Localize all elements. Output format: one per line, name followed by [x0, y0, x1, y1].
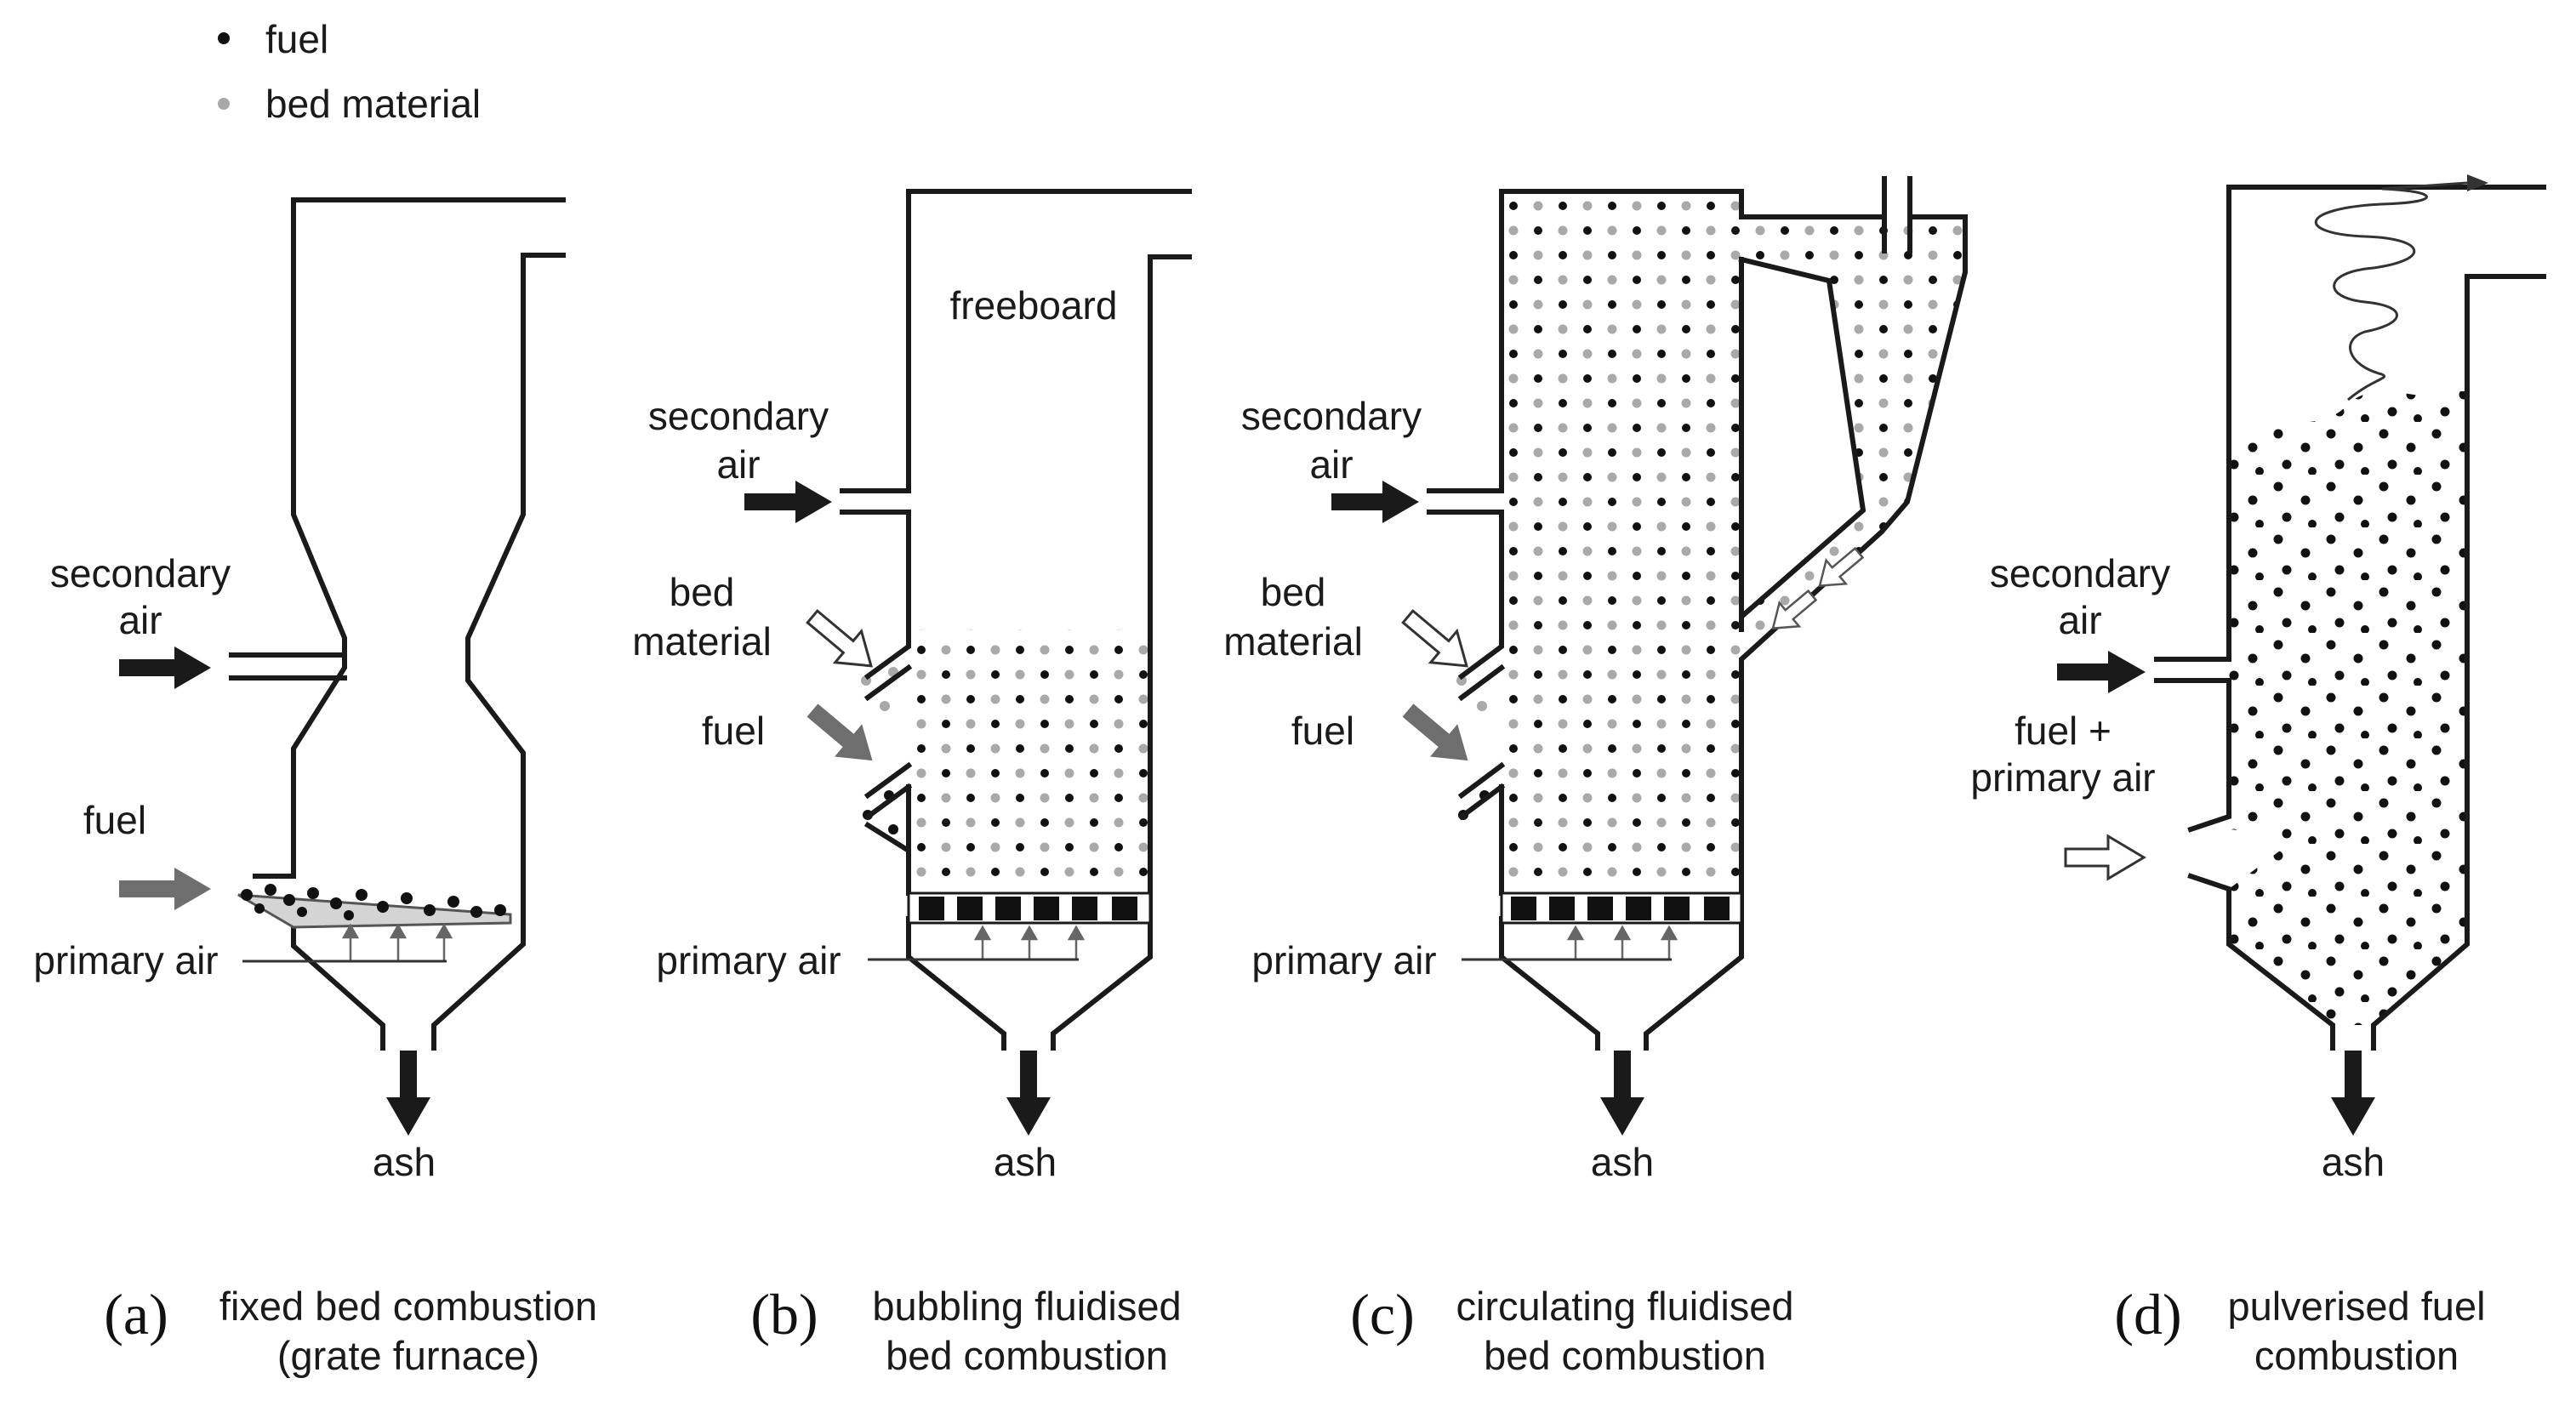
panel-c-bed-material-arrow	[1401, 608, 1468, 668]
panel-a-right-wall	[431, 253, 566, 1051]
panel-d-secondary-air-arrow	[2057, 651, 2146, 693]
legend-bed-material-marker	[218, 98, 230, 110]
legend: fuel bed material	[218, 17, 481, 126]
panel-b-secondary-air-arrow	[744, 481, 832, 523]
panel-d-caption-line2: combustion	[2254, 1333, 2459, 1378]
panel-b-distributor-plate	[907, 891, 1152, 925]
panel-d-fuel-primary-air-label: fuel +	[2015, 709, 2112, 753]
panel-a-primary-air-arrows	[341, 923, 453, 961]
panel-c-caption-line2: bed combustion	[1484, 1333, 1766, 1378]
panel-a-ash-label: ash	[373, 1140, 436, 1184]
panel-d-secondary-air-label: secondary	[1990, 551, 2170, 595]
panel-a-grate	[237, 893, 512, 929]
panel-c-caption-line1: circulating fluidised	[1456, 1284, 1793, 1329]
panel-d-left-wall-mid	[2187, 678, 2231, 833]
panel-c-distributor-plate	[1500, 891, 1743, 925]
panel-d-flame-zone	[2229, 391, 2467, 1025]
panel-a-left-hopper	[291, 916, 385, 1051]
panel-a-fixed-bed: secondary air fuel primary air ash (a) f…	[33, 197, 597, 1378]
panel-a-ash-arrow	[386, 1051, 430, 1136]
panel-d-letter: (d)	[2114, 1282, 2181, 1347]
panel-b-bed-zone	[913, 629, 1148, 893]
panel-a-caption-line2: (grate furnace)	[277, 1333, 539, 1378]
panel-b-primary-air-label: primary air	[656, 938, 841, 982]
panel-a-fuel-label: fuel	[83, 798, 146, 842]
panel-a-fuel-arrow	[119, 868, 211, 910]
panel-a-secondary-air-label: secondary	[50, 551, 231, 595]
panel-c-secondary-air-arrow	[1331, 481, 1419, 523]
panel-b-bed-material-inlet	[863, 663, 913, 702]
panel-d-pulverised-fuel: secondary air fuel + primary air ash (d)…	[1970, 174, 2546, 1378]
panel-c-primary-air-arrows	[1566, 925, 1678, 960]
panel-c-riser-left-wall	[1499, 189, 1744, 492]
panel-b-left-hopper	[906, 916, 1006, 1051]
panel-c-riser-left-wall-lower	[1457, 510, 1504, 681]
panel-d-ash-label: ash	[2322, 1140, 2385, 1184]
panel-b-fuel-inlet-bottom	[863, 783, 913, 821]
panel-b-fuel-inlet-top	[863, 761, 913, 800]
panel-c-riser-fill	[1502, 191, 1741, 893]
panel-b-secondary-air-label-2: air	[716, 442, 760, 487]
panel-d-burner-bottom	[2187, 873, 2335, 1051]
panel-c-primary-air-label: primary air	[1251, 938, 1436, 982]
legend-fuel-label: fuel	[265, 17, 328, 61]
panel-c-ash-arrow	[1600, 1051, 1644, 1136]
panel-b-ash-arrow	[1006, 1051, 1051, 1136]
panel-b-ash-label: ash	[994, 1140, 1057, 1184]
panel-b-bed-material-label: bed	[670, 570, 735, 614]
panel-b-primary-air-arrows	[973, 925, 1086, 960]
panel-c-return-arrow-1	[1818, 546, 1865, 587]
panel-b-letter: (b)	[750, 1282, 818, 1347]
panel-a-caption-line1: fixed bed combustion	[219, 1284, 597, 1329]
panel-c-bed-material-label: bed	[1261, 570, 1326, 614]
panel-c-secondary-air-label: secondary	[1241, 394, 1422, 438]
panel-d-ash-arrow	[2331, 1051, 2375, 1136]
panel-b-right-wall	[1051, 254, 1192, 1051]
panel-b-caption-line2: bed combustion	[886, 1333, 1168, 1378]
panel-b-fuel-arrow	[806, 703, 873, 761]
panel-c-bed-material-inlet	[1457, 663, 1506, 702]
panel-b-fuel-label: fuel	[702, 709, 765, 753]
panel-b-left-wall-lower	[863, 510, 911, 681]
panel-a-left-wall	[253, 197, 566, 879]
panel-b-caption-line1: bubbling fluidised	[872, 1284, 1181, 1329]
panel-b-freeboard-label: freeboard	[950, 283, 1118, 327]
panel-d-secondary-air-label-2: air	[2058, 598, 2101, 642]
panel-c-secondary-air-label-2: air	[1309, 442, 1353, 487]
legend-fuel-marker	[218, 32, 230, 44]
panel-c-riser-right-wall	[1739, 189, 1887, 219]
panel-b-bed-material-label-2: material	[632, 619, 772, 663]
panel-b-secondary-air-label: secondary	[648, 394, 829, 438]
panel-c-circulating-fluidised-bed: secondary air bed material fuel primary …	[1223, 176, 1968, 1378]
panel-d-right-wall	[2371, 274, 2546, 1051]
panel-b-left-wall	[906, 189, 1192, 492]
panel-d-fuel-primary-air-arrow	[2064, 834, 2146, 881]
panel-a-secondary-air-arrow	[119, 646, 211, 689]
panel-d-caption-line1: pulverised fuel	[2227, 1284, 2485, 1329]
panel-a-secondary-air-label-2: air	[118, 598, 162, 642]
legend-bed-material-label: bed material	[265, 82, 481, 126]
panel-c-vortex-finder	[1882, 176, 1912, 253]
panel-c-letter: (c)	[1350, 1282, 1414, 1347]
panel-c-left-hopper	[1499, 916, 1600, 1051]
panel-b-bed-material-arrow	[806, 608, 873, 668]
panel-b-bubbling-fluidised-bed: freeboard secondary air bed material fue…	[632, 189, 1192, 1378]
panel-a-fuel-bed	[241, 884, 506, 920]
panel-d-fuel-primary-air-label-2: primary air	[1970, 755, 2155, 800]
panel-c-cyclone-outer	[1644, 214, 1968, 1051]
panel-c-fuel-label: fuel	[1291, 709, 1354, 753]
panel-c-fuel-arrow	[1402, 703, 1468, 761]
panel-c-bed-material-label-2: material	[1223, 619, 1363, 663]
panel-d-swirl	[2314, 174, 2488, 402]
panel-c-fuel-inlet-bottom	[1457, 783, 1506, 821]
panel-c-ash-label: ash	[1591, 1140, 1654, 1184]
panel-d-left-wall	[2226, 185, 2546, 658]
panel-c-fuel-inlet-top	[1457, 761, 1506, 800]
panel-c-return-arrow-2	[1771, 589, 1818, 629]
panel-a-letter: (a)	[104, 1282, 168, 1347]
panel-a-primary-air-label: primary air	[33, 938, 218, 982]
